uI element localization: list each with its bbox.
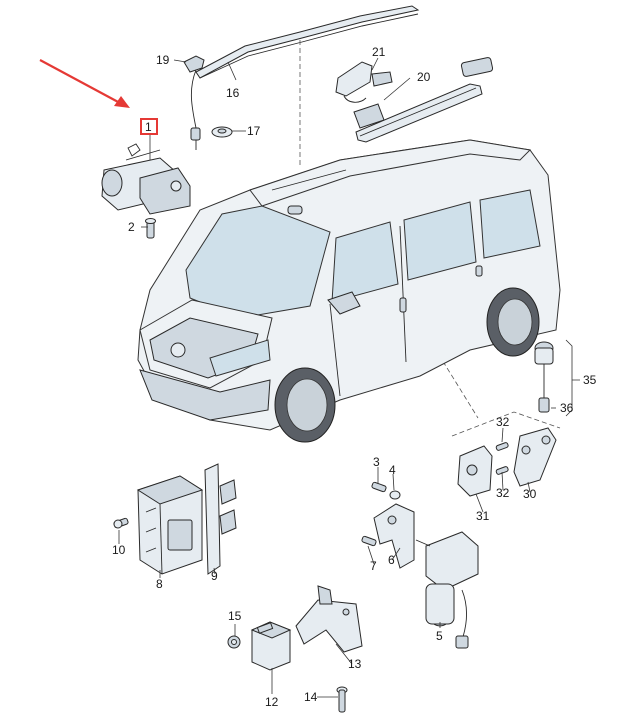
part-5-lock-motor <box>415 531 479 649</box>
callout-8: 8 <box>156 577 163 591</box>
part-6-bracket <box>373 503 415 569</box>
part-14-bolt <box>336 686 348 713</box>
callout-31: 31 <box>476 509 490 523</box>
van-illustration <box>137 139 561 443</box>
part-30-switch <box>513 427 557 487</box>
part-4-washer <box>389 490 401 500</box>
callout-20: 20 <box>417 70 431 84</box>
part-13-bracket <box>295 585 363 653</box>
callout-19: 19 <box>156 53 170 67</box>
part-17-grommet <box>190 126 233 141</box>
callout-30: 30 <box>523 487 537 501</box>
callout-10: 10 <box>112 543 126 557</box>
callout-5: 5 <box>436 629 443 643</box>
part-1-motor <box>101 143 191 215</box>
part-31-switch <box>457 445 493 497</box>
callout-15: 15 <box>228 609 242 623</box>
part-16-rail <box>195 5 420 79</box>
part-12-relay <box>250 621 292 671</box>
leader-lines <box>118 57 556 698</box>
part-35-sensor <box>534 341 554 398</box>
part-19-clip <box>183 55 205 73</box>
group-outline-switches <box>451 411 561 437</box>
callout-1: 1 <box>145 120 152 134</box>
part-32-screw-b <box>495 466 509 475</box>
part-32-screw-a <box>495 442 509 451</box>
callout-17: 17 <box>247 124 261 138</box>
part-8-control-unit <box>136 475 204 575</box>
callout-36: 36 <box>560 401 574 415</box>
highlight-arrow <box>39 59 130 108</box>
callout-21: 21 <box>372 45 386 59</box>
part-3-screw <box>371 481 387 493</box>
part-20-track <box>353 57 494 143</box>
callout-32-lower: 32 <box>496 486 510 500</box>
callout-3: 3 <box>373 455 380 469</box>
callout-4: 4 <box>389 463 396 477</box>
callout-13: 13 <box>348 657 362 671</box>
part-10-screw <box>113 517 129 529</box>
part-36-plug <box>538 397 550 413</box>
callout-9: 9 <box>211 569 218 583</box>
callout-14: 14 <box>304 690 318 704</box>
callout-32-upper: 32 <box>496 415 510 429</box>
part-21-bracket <box>335 61 393 103</box>
callout-6: 6 <box>388 553 395 567</box>
callout-7: 7 <box>370 559 377 573</box>
part-7-screw <box>361 535 377 547</box>
callout-35: 35 <box>583 373 597 387</box>
part-9-bracket <box>204 463 237 575</box>
part-15-nut <box>227 635 241 649</box>
guide-line-handle <box>404 299 479 419</box>
callout-2: 2 <box>128 220 135 234</box>
callout-12: 12 <box>265 695 279 709</box>
callout-16: 16 <box>226 86 240 100</box>
bracket-35 <box>565 339 580 417</box>
highlight-box <box>140 118 158 135</box>
part-2-screw <box>145 218 156 239</box>
